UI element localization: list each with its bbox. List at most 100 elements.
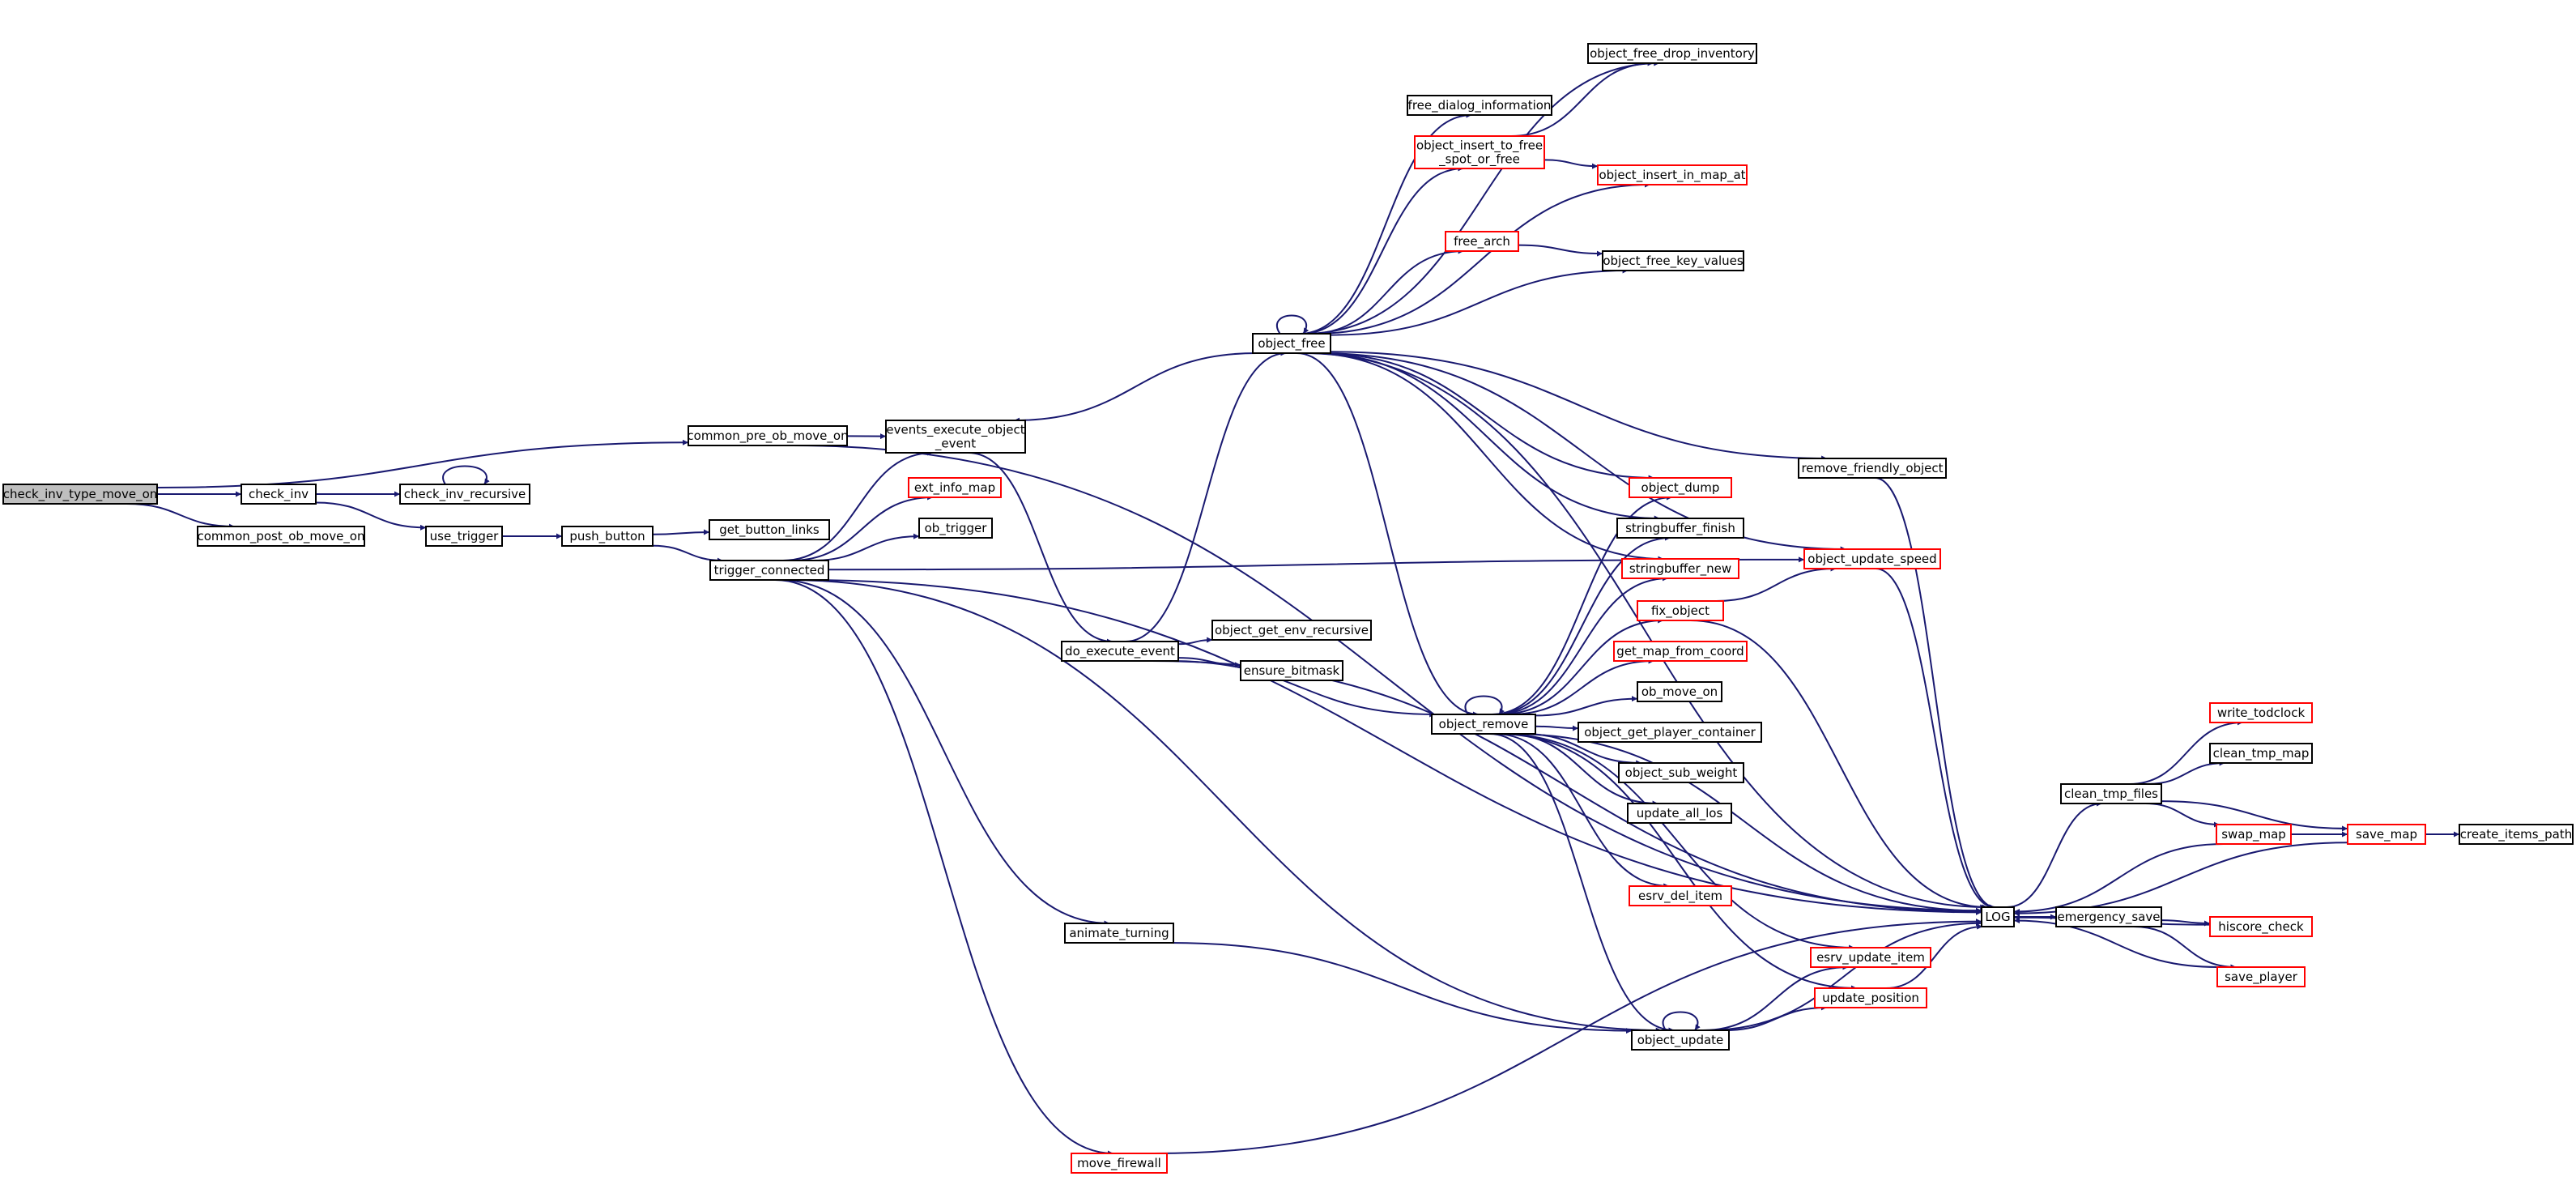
node-get-button-links[interactable]: get_button_links <box>709 519 830 540</box>
node-common-pre-ob-move-on[interactable]: common_pre_ob_move_on <box>687 425 849 446</box>
node-object-update-speed[interactable]: object_update_speed <box>1803 548 1941 569</box>
node-label: ensure_bitmask <box>1244 663 1340 679</box>
edge-trigger_connected-to-events_execute_object_event <box>782 450 934 561</box>
edge-check_inv_type_move_on-to-common_pre_ob_move_on <box>156 439 689 488</box>
edge-update_position-to-LOG <box>1885 923 1983 989</box>
node-update-all-los[interactable]: update_all_los <box>1627 803 1732 824</box>
edge-save_player-to-LOG <box>2013 918 2219 968</box>
edge-object_remove-to-object_dump <box>1491 494 1673 715</box>
node-hiscore-check[interactable]: hiscore_check <box>2209 916 2313 937</box>
node-box <box>1637 681 1722 702</box>
node-box <box>2216 966 2306 987</box>
node-trigger-connected[interactable]: trigger_connected <box>709 560 829 581</box>
node-box <box>2216 824 2292 845</box>
edge-object_remove-to-update_position <box>1497 733 1858 991</box>
node-box <box>1071 1153 1168 1174</box>
node-label: LOG <box>1985 910 2010 924</box>
edge-clean_tmp_files-to-clean_tmp_map <box>2147 760 2225 785</box>
node-label: clean_tmp_map <box>2213 746 2310 761</box>
node-free-arch[interactable]: free_arch <box>1445 231 1519 252</box>
edge-object_update-to-esrv_update_item <box>1702 964 1849 1031</box>
node-clean-tmp-map[interactable]: clean_tmp_map <box>2209 743 2313 764</box>
node-free-dialog-information[interactable]: free_dialog_information <box>1407 95 1552 116</box>
node-object-free[interactable]: object_free <box>1252 333 1331 354</box>
edge-do_execute_event-to-object_free <box>1125 350 1287 642</box>
node-box <box>1252 333 1331 354</box>
node-object-update[interactable]: object_update <box>1631 1029 1730 1051</box>
node-animate-turning[interactable]: animate_turning <box>1064 923 1174 944</box>
node-save-player[interactable]: save_player <box>2216 966 2306 987</box>
node-swap-map[interactable]: swap_map <box>2216 824 2292 845</box>
edge-trigger_connected-to-move_firewall <box>775 579 1113 1157</box>
edge-check_inv_recursive-to-check_inv_recursive <box>442 465 490 485</box>
node-ext-info-map[interactable]: ext_info_map <box>908 477 1002 498</box>
node-label: check_inv_recursive <box>404 487 526 502</box>
edge-emergency_save-to-save_player <box>2133 926 2237 970</box>
node-esrv-update-item[interactable]: esrv_update_item <box>1810 947 1931 968</box>
node-events-execute-object-event[interactable]: events_execute_object_event <box>885 420 1026 454</box>
node-label: ob_move_on <box>1641 684 1718 700</box>
node-label: object_dump <box>1641 480 1720 496</box>
node-ob-trigger[interactable]: ob_trigger <box>918 518 993 539</box>
node-check-inv[interactable]: check_inv <box>241 484 317 505</box>
node-object-get-player-container[interactable]: object_get_player_container <box>1578 722 1762 743</box>
node-label: object_insert_in_map_at <box>1599 168 1745 183</box>
node-label: object_free <box>1258 336 1325 352</box>
node-label: update_all_los <box>1637 806 1723 821</box>
node-create-items-path[interactable]: create_items_path <box>2459 824 2574 845</box>
node-move-firewall[interactable]: move_firewall <box>1071 1153 1168 1174</box>
node-label: get_map_from_coord <box>1616 644 1744 659</box>
node-stringbuffer-finish[interactable]: stringbuffer_finish <box>1616 518 1744 539</box>
edge-object_free-to-free_arch <box>1309 248 1464 335</box>
edge-check_inv_type_move_on-to-common_post_ob_move_on <box>126 503 235 530</box>
node-esrv-del-item[interactable]: esrv_del_item <box>1629 885 1732 906</box>
node-get-map-from-coord[interactable]: get_map_from_coord <box>1613 641 1748 662</box>
node-emergency-save[interactable]: emergency_save <box>2055 906 2162 927</box>
node-check-inv-recursive[interactable]: check_inv_recursive <box>399 484 530 505</box>
node-label: object_get_env_recursive <box>1215 623 1369 638</box>
node-label: create_items_path <box>2460 827 2572 842</box>
node-object-get-env-recursive[interactable]: object_get_env_recursive <box>1211 620 1372 641</box>
node-update-position[interactable]: update_position <box>1814 987 1927 1008</box>
node-ob-move-on[interactable]: ob_move_on <box>1637 681 1722 702</box>
node-layer: check_inv_type_move_on check_inv common_po… <box>2 43 2574 1174</box>
node-object-free-key-values[interactable]: object_free_key_values <box>1602 250 1744 271</box>
node-object-insert-to-free-spot-or-free[interactable]: object_insert_to_free_spot_or_free <box>1414 135 1545 169</box>
node-clean-tmp-files[interactable]: clean_tmp_files <box>2060 783 2162 804</box>
node-box <box>1629 477 1732 498</box>
node-label: fix_object <box>1651 603 1710 619</box>
node-push-button[interactable]: push_button <box>561 526 654 547</box>
node-fix-object[interactable]: fix_object <box>1637 600 1724 621</box>
node-label: free_arch <box>1454 234 1510 249</box>
node-box <box>1240 660 1343 681</box>
node-box <box>1587 43 1757 64</box>
node-box <box>709 560 829 581</box>
node-use-trigger[interactable]: use_trigger <box>425 526 503 547</box>
node-object-dump[interactable]: object_dump <box>1629 477 1732 498</box>
node-box <box>2055 906 2162 927</box>
node-object-insert-in-map-at[interactable]: object_insert_in_map_at <box>1597 164 1748 185</box>
node-remove-friendly-object[interactable]: remove_friendly_object <box>1798 458 1947 479</box>
node-stringbuffer-new[interactable]: stringbuffer_new <box>1621 558 1739 579</box>
node-object-remove[interactable]: object_remove <box>1431 714 1536 735</box>
node-label: object_free_drop_inventory <box>1590 46 1755 62</box>
node-label: write_todclock <box>2217 705 2306 721</box>
node-label: esrv_del_item <box>1638 889 1722 904</box>
node-label: ob_trigger <box>925 521 988 536</box>
node-save-map[interactable]: save_map <box>2347 824 2426 845</box>
node-label: do_execute_event <box>1065 644 1175 659</box>
node-label: use_trigger <box>430 529 500 544</box>
node-do-execute-event[interactable]: do_execute_event <box>1061 641 1179 662</box>
node-object-sub-weight[interactable]: object_sub_weight <box>1618 762 1744 783</box>
node-label: object_free_key_values <box>1603 254 1744 269</box>
node-write-todclock[interactable]: write_todclock <box>2209 702 2313 723</box>
node-object-free-drop-inventory[interactable]: object_free_drop_inventory <box>1587 43 1757 64</box>
node-ensure-bitmask[interactable]: ensure_bitmask <box>1240 660 1343 681</box>
node-box <box>1602 250 1744 271</box>
edge-object_insert_to_free_spot_or_free-to-object_free_drop_inventory <box>1511 60 1654 137</box>
node-check-inv-type-move-on[interactable]: check_inv_type_move_on <box>2 484 158 505</box>
node-box <box>1621 558 1739 579</box>
node-common-post-ob-move-on[interactable]: common_post_ob_move_on <box>197 526 365 547</box>
edge-object_remove-to-esrv_del_item <box>1494 733 1670 889</box>
node-LOG[interactable]: LOG <box>1981 906 2015 927</box>
